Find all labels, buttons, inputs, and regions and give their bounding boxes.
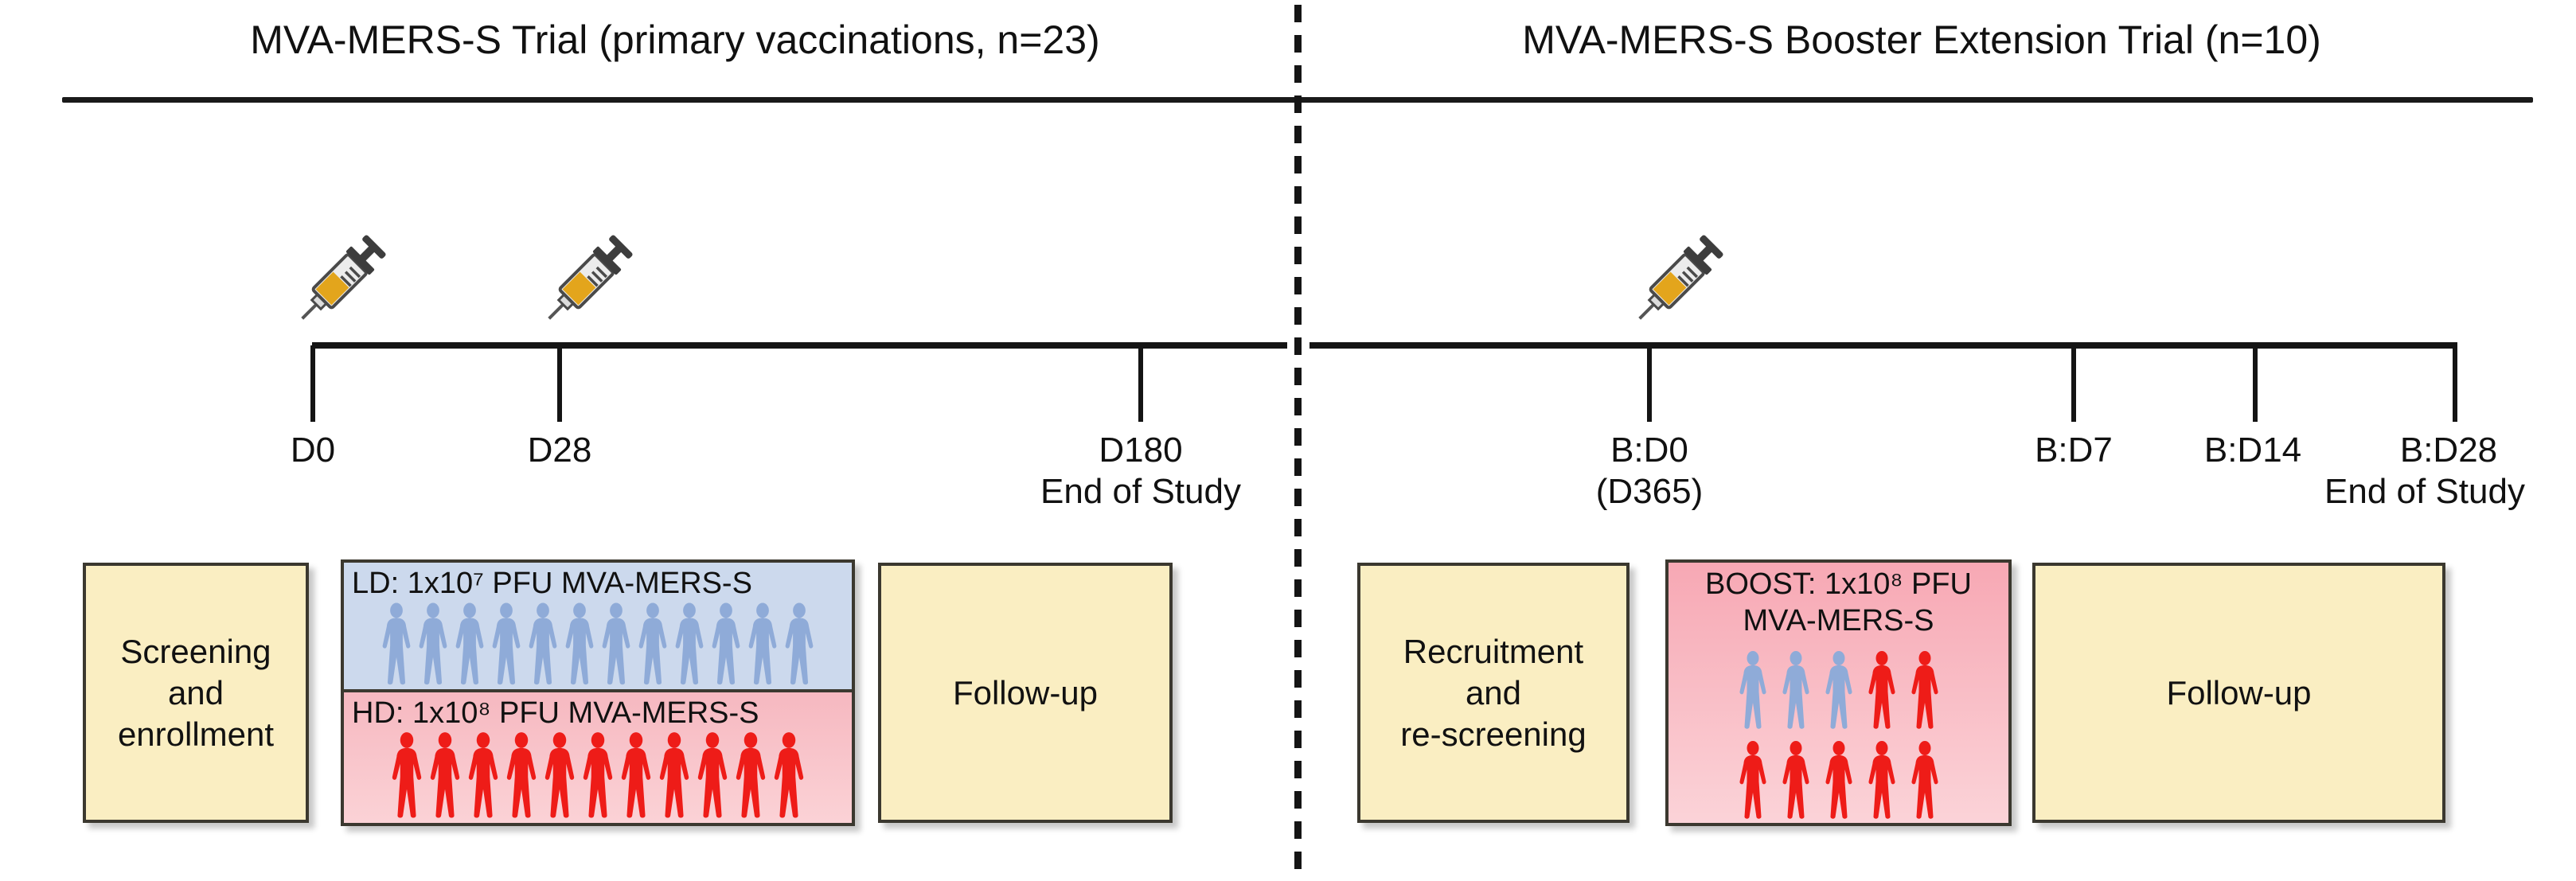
people-row-hd	[344, 731, 852, 823]
person-icon	[1825, 741, 1852, 819]
person-icon	[774, 732, 804, 818]
dose-panel-ld: LD: 1x10⁷ PFU MVA-MERS-S	[344, 563, 852, 689]
person-icon	[697, 732, 728, 818]
tick-d0	[310, 345, 315, 422]
dose-panel-ld-title: LD: 1x10⁷ PFU MVA-MERS-S	[352, 567, 752, 600]
person-icon	[712, 602, 740, 685]
person-icon	[1868, 650, 1895, 729]
box-recruitment-rescreening[interactable]: Recruitment and re-screening	[1357, 563, 1630, 823]
person-icon	[392, 732, 422, 818]
tick-d28	[557, 345, 562, 422]
person-icon	[492, 602, 521, 685]
box-followup-right-label: Follow-up	[2166, 673, 2312, 711]
syringe-icon-d0	[275, 227, 394, 346]
tick-sublabel-d180: End of Study	[1040, 472, 1241, 511]
dose-panel-boost: BOOST: 1x10⁸ PFU MVA-MERS-S	[1669, 563, 2008, 823]
person-icon	[583, 732, 613, 818]
people-row-boost-1	[1669, 639, 2008, 730]
person-icon	[675, 602, 704, 685]
timeline-axis-right	[1309, 342, 2457, 349]
dose-panel-boost-title: BOOST: 1x10⁸ PFU MVA-MERS-S	[1705, 567, 1972, 637]
trial-title-left: MVA-MERS-S Trial (primary vaccinations, …	[250, 18, 1100, 62]
person-icon	[1739, 741, 1766, 819]
box-recruitment-label: Recruitment and re-screening	[1400, 632, 1587, 753]
person-icon	[468, 732, 498, 818]
person-icon	[529, 602, 557, 685]
person-icon	[565, 602, 594, 685]
tick-bd28	[2453, 345, 2457, 422]
tick-bd14	[2253, 345, 2258, 422]
tick-label-bd14: B:D14	[2203, 431, 2302, 470]
tick-bd0	[1647, 345, 1652, 422]
tick-label-bd28: B:D28	[2399, 431, 2498, 470]
person-icon	[1782, 741, 1809, 819]
person-icon	[1782, 650, 1809, 729]
timeline-axis-left	[312, 342, 1287, 349]
person-icon	[621, 732, 651, 818]
syringe-icon-d28	[521, 227, 641, 346]
tick-label-d28: D28	[527, 431, 592, 470]
person-icon	[659, 732, 689, 818]
tick-d180	[1138, 345, 1143, 422]
dose-panel-hd: HD: 1x10⁸ PFU MVA-MERS-S	[344, 692, 852, 823]
person-icon	[455, 602, 484, 685]
trial-title-right: MVA-MERS-S Booster Extension Trial (n=10…	[1522, 18, 2321, 62]
person-icon	[1868, 741, 1895, 819]
person-icon	[602, 602, 630, 685]
person-icon	[430, 732, 460, 818]
tick-sublabel-bd0: (D365)	[1595, 472, 1704, 511]
box-screening-enrollment[interactable]: Screening and enrollment	[83, 563, 309, 823]
tick-label-bd7: B:D7	[2035, 431, 2113, 470]
person-icon	[1825, 650, 1852, 729]
vertical-dashed-divider	[1294, 5, 1302, 876]
tick-label-bd0: B:D0	[1610, 431, 1688, 470]
tick-label-d0: D0	[290, 431, 336, 470]
person-icon	[382, 602, 411, 685]
tick-label-d180: D180	[1099, 431, 1183, 470]
person-icon	[419, 602, 447, 685]
box-followup-left[interactable]: Follow-up	[878, 563, 1173, 823]
person-icon	[1911, 650, 1938, 729]
person-icon	[638, 602, 667, 685]
person-icon	[748, 602, 777, 685]
dose-group-boost[interactable]: BOOST: 1x10⁸ PFU MVA-MERS-S	[1665, 559, 2012, 826]
dose-panel-hd-title: HD: 1x10⁸ PFU MVA-MERS-S	[352, 696, 759, 730]
person-icon	[1739, 650, 1766, 729]
dose-group-primary[interactable]: LD: 1x10⁷ PFU MVA-MERS-S HD: 1x10⁸ PFU M…	[341, 559, 855, 826]
person-icon	[1911, 741, 1938, 819]
tick-sublabel-bd28: End of Study	[2324, 472, 2525, 511]
person-icon	[544, 732, 575, 818]
box-followup-left-label: Follow-up	[952, 673, 1099, 711]
box-screening-label: Screening and enrollment	[117, 632, 275, 753]
dose-panel-separator	[344, 689, 852, 692]
person-icon	[506, 732, 537, 818]
people-row-ld	[344, 601, 852, 689]
people-row-boost-2	[1669, 730, 2008, 824]
box-followup-right[interactable]: Follow-up	[2032, 563, 2445, 823]
syringe-icon-bd0	[1612, 227, 1731, 346]
person-icon	[736, 732, 766, 818]
tick-bd7	[2071, 345, 2076, 422]
person-icon	[785, 602, 814, 685]
